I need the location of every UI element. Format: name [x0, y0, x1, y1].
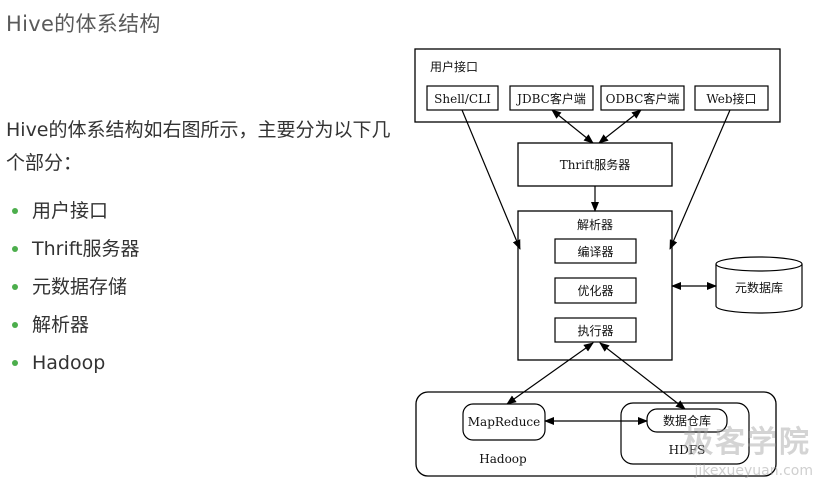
bullet-list: 用户接口 Thrift服务器 元数据存储 解析器 Hadoop [10, 192, 140, 382]
arrow-web-to-parser [669, 109, 731, 250]
bullet-text: 解析器 [32, 314, 90, 336]
list-item: 用户接口 [10, 192, 140, 230]
bullet-text: Hadoop [32, 352, 106, 374]
bullet-dot-icon [12, 322, 18, 328]
arrow-cli-to-parser [461, 109, 521, 250]
compiler-box [554, 238, 637, 264]
jdbc-client-label: JDBC客户端 [515, 91, 586, 106]
bullet-dot-icon [12, 246, 18, 252]
parser-label: 解析器 [577, 218, 613, 232]
list-item: 解析器 [10, 306, 140, 344]
bullet-dot-icon [12, 360, 18, 366]
hdfs-label: HDFS [669, 443, 706, 457]
bullet-text: 元数据存储 [32, 276, 128, 298]
optimizer-box [554, 277, 637, 304]
watermark-logo: 极客学院 [683, 425, 811, 460]
list-item: Hadoop [10, 344, 140, 382]
jdbc-client-box [509, 85, 594, 111]
bullet-text: 用户接口 [32, 200, 109, 222]
thrift-server-label: Thrift服务器 [560, 157, 631, 172]
optimizer-label: 优化器 [577, 284, 613, 298]
hadoop-label: Hadoop [479, 452, 527, 466]
thrift-server-box [517, 142, 673, 187]
metastore-label: 元数据库 [735, 280, 783, 295]
web-interface-label: Web接口 [706, 91, 756, 106]
arrow-jdbc-thrift [551, 109, 594, 144]
slide-title: Hive的体系结构 [6, 12, 161, 36]
executor-box [554, 317, 637, 343]
list-item: Thrift服务器 [10, 230, 140, 268]
list-item: 元数据存储 [10, 268, 140, 306]
arrow-executor-hdfs [599, 342, 686, 410]
web-interface-box [694, 85, 769, 111]
mapreduce-label: MapReduce [468, 415, 541, 429]
watermark-url: jikexueyuan.com [694, 463, 814, 479]
user-interface-label: 用户接口 [430, 59, 478, 74]
arrow-odbc-thrift [598, 109, 642, 144]
bullet-text: Thrift服务器 [32, 238, 140, 260]
odbc-client-box [600, 85, 685, 111]
odbc-client-label: ODBC客户端 [606, 91, 680, 106]
data-warehouse-label: 数据仓库 [663, 413, 711, 428]
metastore-cylinder [715, 256, 803, 314]
executor-label: 执行器 [577, 324, 613, 338]
shell-cli-label: Shell/CLI [434, 92, 491, 106]
bullet-dot-icon [12, 208, 18, 214]
intro-text: Hive的体系结构如右图所示，主要分为以下几个部分： [6, 119, 391, 174]
arrow-executor-mapreduce [506, 342, 594, 405]
bullet-dot-icon [12, 284, 18, 290]
compiler-label: 编译器 [577, 244, 613, 259]
